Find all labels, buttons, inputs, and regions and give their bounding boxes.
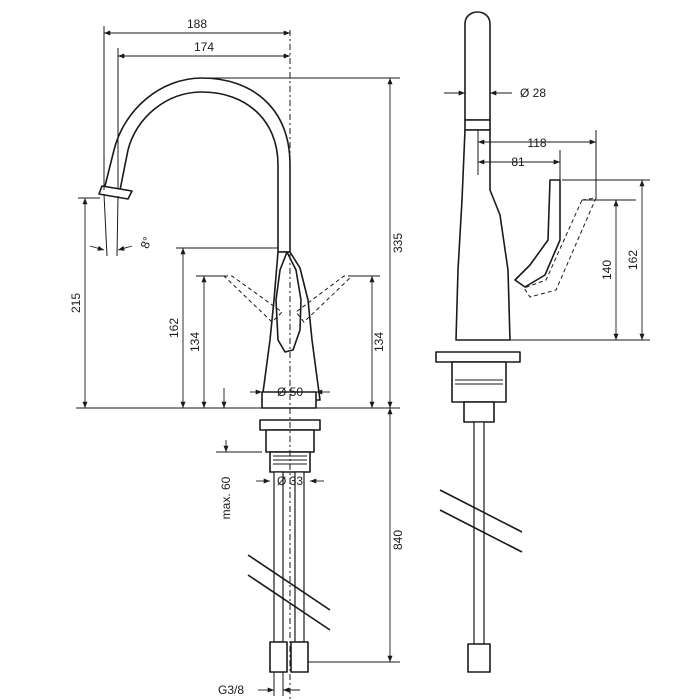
side-shank [451,361,507,403]
dim-140-label: 140 [600,260,614,280]
dim-162-side-label: 162 [626,250,640,270]
front-view: 188 174 335 215 162 134 134 Ø 50 [69,17,405,700]
lever-left-dashed [222,275,283,323]
dim-81-label: 81 [511,155,525,169]
side-pipe [463,401,495,423]
spray-angle-line [116,195,119,257]
side-base [435,351,521,363]
dim-118-label: 118 [527,136,546,150]
dim-335-label: 335 [391,233,405,253]
break-line [247,554,331,611]
hose-left-fitting [269,641,288,673]
break-line [439,509,523,553]
dim-line-angle [89,245,105,251]
break-line [247,574,331,631]
side-view: Ø 28 118 81 140 162 [435,11,650,673]
dim-840-label: 840 [391,530,405,550]
spray-angle-line [103,193,108,257]
side-spout [464,11,491,121]
hose-right [294,471,305,643]
hose-left [273,471,284,643]
dim-angle-label: 8° [138,235,155,251]
spout-outline [103,77,291,253]
spout-nozzle [98,185,133,200]
side-body [455,129,511,341]
dim-max60-label: max. 60 [219,476,233,519]
side-lever [514,179,561,288]
lever-handle [275,251,302,353]
dim-g38-label: G3/8 [218,683,244,697]
side-nozzle [464,119,491,131]
dim-188-label: 188 [187,17,207,31]
dim-134-right-label: 134 [372,332,386,352]
dim-134-left-label: 134 [188,332,202,352]
dim-162-label: 162 [167,318,181,338]
hose-right-fitting [290,641,309,673]
dim-line-angle [117,245,133,251]
side-hose-fitting [467,643,491,673]
dim-215-label: 215 [69,293,83,313]
break-line [439,489,523,533]
dim-33-label: Ø 33 [277,474,303,488]
dim-50-label: Ø 50 [277,385,303,399]
dim-28-label: Ø 28 [520,86,546,100]
side-hose [473,421,485,645]
dim-174-label: 174 [194,40,214,54]
